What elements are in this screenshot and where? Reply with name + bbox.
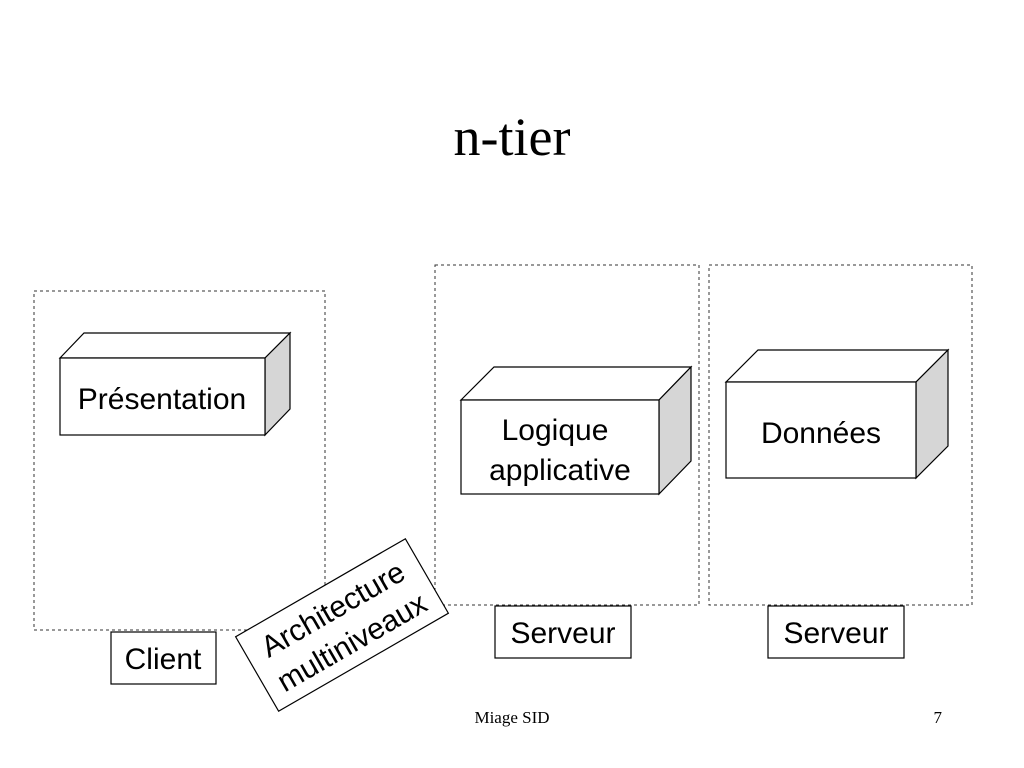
multitier-annotation-box [234, 537, 450, 713]
multitier-annotation: Architecture multiniveaux [234, 537, 450, 713]
presentation-label: Présentation [78, 383, 246, 416]
presentation-block-top [58, 332, 292, 359]
application-server-tag: Serveur [494, 605, 632, 659]
data-server-tag-label: Serveur [783, 617, 888, 650]
application-server-boundary [434, 264, 700, 606]
client-tag-box [110, 631, 217, 685]
business-logic-label-line1: Logique [502, 414, 609, 447]
data-server-tier: Données Serveur [708, 264, 973, 659]
client-tag: Client [110, 631, 217, 685]
application-server-tag-label: Serveur [510, 617, 615, 650]
slide-title: n-tier [453, 107, 571, 167]
page-number: 7 [933, 708, 943, 727]
client-tier-boundary [33, 290, 326, 631]
data-label: Données [761, 417, 881, 450]
client-tier: Présentation Client [33, 290, 326, 685]
data-server-tag-box [767, 605, 905, 659]
client-tag-label: Client [125, 643, 202, 676]
presentation-block: Présentation [58, 331, 292, 437]
data-block: Données [724, 348, 950, 480]
application-server-tag-box [494, 605, 632, 659]
data-block-top [724, 349, 950, 383]
footer-text: Miage SID [474, 708, 550, 727]
data-server-boundary [708, 264, 973, 606]
data-block-front [725, 381, 917, 479]
business-logic-label-line2: applicative [489, 454, 631, 487]
data-server-tag: Serveur [767, 605, 905, 659]
business-logic-block: Logique applicative [459, 365, 693, 496]
application-server-tier: Logique applicative Serveur [434, 264, 700, 659]
business-logic-block-front [460, 399, 660, 495]
presentation-block-front [59, 357, 266, 436]
business-logic-block-top [459, 366, 693, 401]
